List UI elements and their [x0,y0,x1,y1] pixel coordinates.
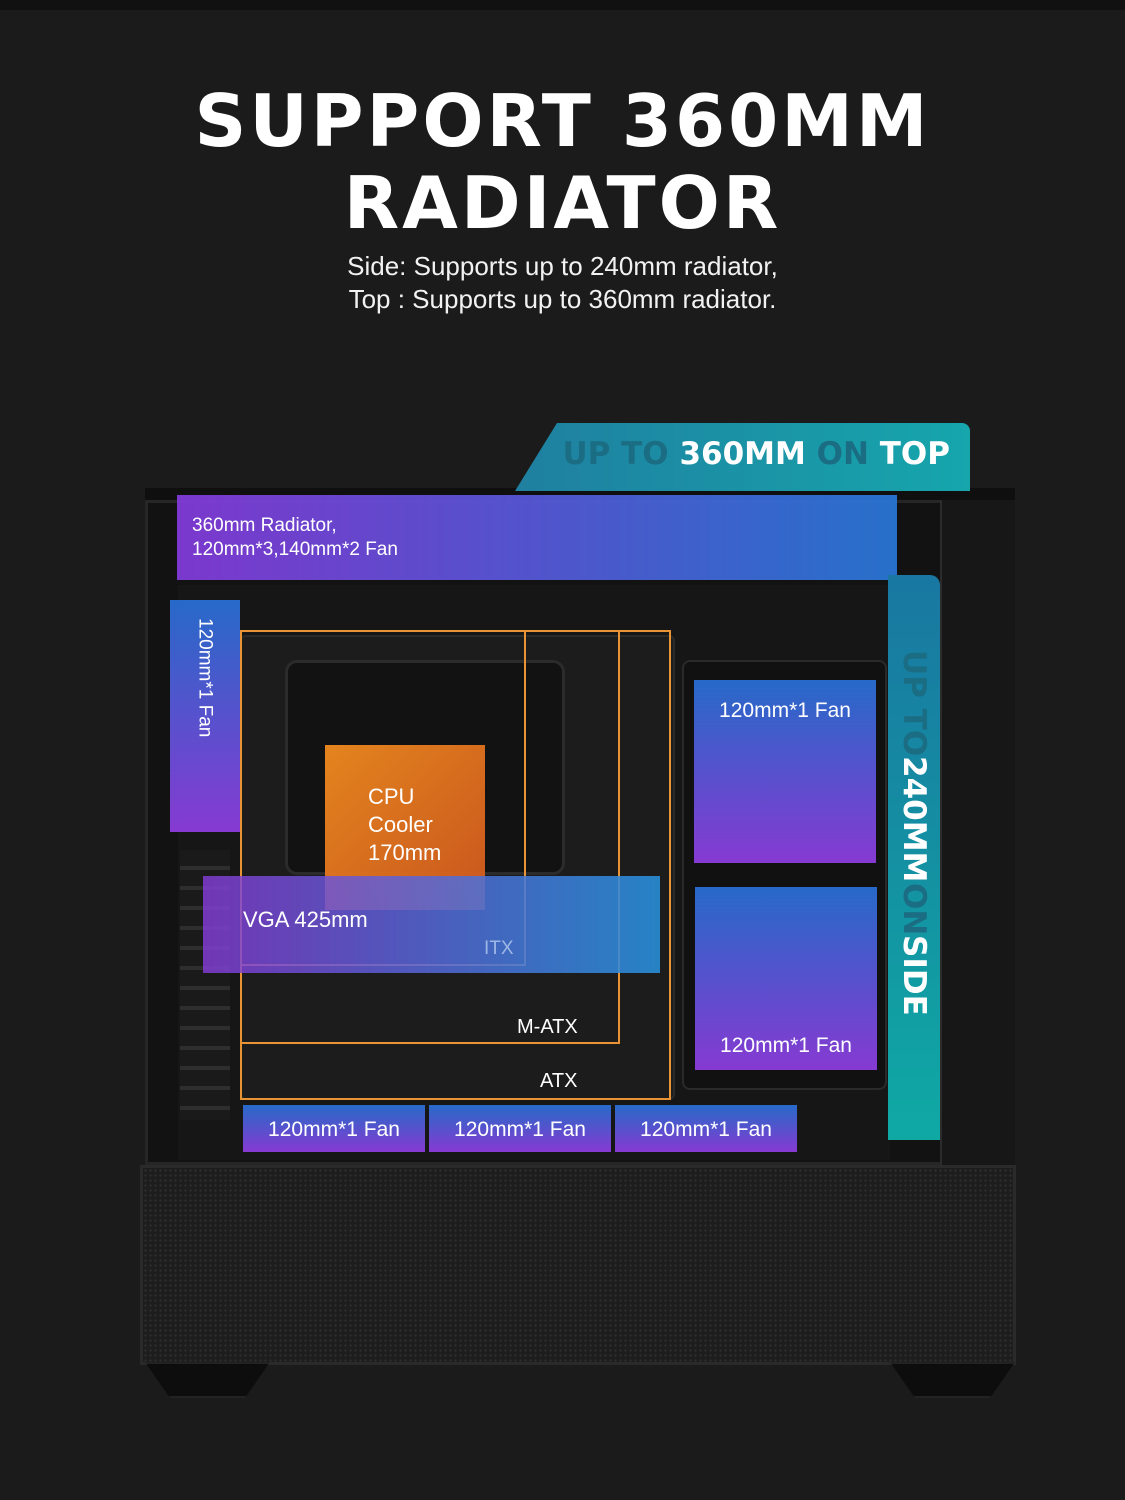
rear-fan-label: 120mm*1 Fan [194,618,216,738]
side-fan-zone-lower [695,887,877,1070]
top-radiator-line-1: 360mm Radiator, [192,515,337,536]
top-banner-text: UP TO 360MM ON TOP [560,435,950,475]
top-banner-word-3: ON [805,436,880,472]
bottom-fan-zone-2 [429,1105,611,1152]
bottom-fan-zone-3 [615,1105,797,1152]
top-radiator-line-2: 120mm*3,140mm*2 Fan [192,539,398,560]
side-banner-word-1: UP TO [896,650,932,757]
subtitle-line-2: Top : Supports up to 360mm radiator. [348,284,777,314]
side-banner [888,575,940,1140]
side-banner-word-2: 240MM [896,756,932,883]
side-fan-label-lower: 120mm*1 Fan [720,1034,852,1057]
top-banner-word-1: UP TO [562,436,680,472]
side-fan-zone-upper [694,680,876,863]
top-edge-bar [0,0,1125,10]
bottom-fan-zone-1 [243,1105,425,1152]
top-radiator-label: 360mm Radiator, 120mm*3,140mm*2 Fan [192,514,592,566]
top-banner [515,423,970,491]
case-foot-right [890,1362,1015,1398]
case-foot-left [145,1362,270,1398]
bottom-fan-label-3: 120mm*1 Fan [640,1118,772,1141]
top-banner-word-4: TOP [879,436,950,472]
side-banner-text: UP TO 240MM ON SIDE [888,575,940,1140]
side-fan-label-upper: 120mm*1 Fan [719,699,851,722]
rear-fan-zone [170,600,240,832]
headline: SUPPORT 360MM RADIATOR [0,80,1125,244]
subtitle: Side: Supports up to 240mm radiator, Top… [0,250,1125,316]
cpu-cooler-line-1: CPU [368,784,415,809]
matx-label: M-ATX [517,1016,578,1038]
atx-label: ATX [540,1070,578,1092]
top-banner-word-2: 360MM [679,436,806,472]
itx-label: ITX [484,938,514,959]
vga-label: VGA 425mm [243,907,368,932]
case-right-panel [940,500,1015,1165]
side-banner-word-4: SIDE [896,934,932,1016]
side-banner-word-3: ON [896,882,932,935]
psu-shroud-mesh [140,1165,1016,1365]
headline-line-2: RADIATOR [343,161,782,245]
bottom-fan-label-1: 120mm*1 Fan [268,1118,400,1141]
cpu-cooler-line-2: Cooler [368,812,433,837]
headline-line-1: SUPPORT 360MM [194,79,931,163]
bottom-fan-label-2: 120mm*1 Fan [454,1118,586,1141]
cpu-cooler-line-3: 170mm [368,840,442,865]
vga-zone [203,876,660,973]
cpu-cooler-label: CPU Cooler 170mm [368,783,478,869]
subtitle-line-1: Side: Supports up to 240mm radiator, [347,251,778,281]
top-radiator-zone [177,495,897,580]
